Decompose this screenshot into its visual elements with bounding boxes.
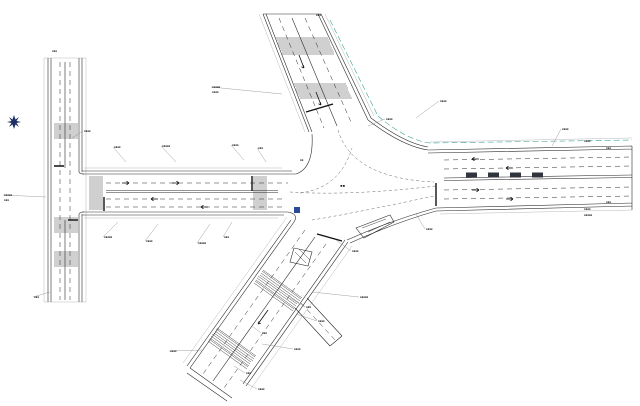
left-vertical-road xyxy=(43,57,87,303)
annotation-label: ▪▪▪▪ xyxy=(426,227,433,231)
east-road xyxy=(346,137,633,244)
annotation-label: ▪▪▪▪▪ xyxy=(584,213,592,217)
median-pavement-marks xyxy=(466,172,543,178)
side-branch-road xyxy=(294,297,343,347)
annotation-label: ▪▪▪▪ xyxy=(440,99,447,103)
annotation-label: ▪▪▪▪ xyxy=(386,117,393,121)
annotation-label: ▪▪▪▪ xyxy=(562,127,569,131)
annotation-label: ▪▪▪▪ xyxy=(318,319,325,323)
annotation-label: ▪▪▪ xyxy=(606,146,611,150)
annotation-leader-line xyxy=(71,130,84,139)
annotation-leader-line xyxy=(168,349,203,352)
annotation-leader-line xyxy=(261,343,294,350)
northeast-road xyxy=(258,13,429,151)
annotation-leader-line xyxy=(222,221,233,238)
annotation-leader-line xyxy=(196,223,211,244)
lane-arrows xyxy=(471,156,514,202)
crosswalk-hatch xyxy=(207,269,303,370)
channel-island-marker xyxy=(294,207,300,213)
annotation-label: ▪▪▪ xyxy=(34,295,39,299)
crosswalk-hatch xyxy=(54,123,78,267)
annotation-label: ▪▪▪▪ xyxy=(170,349,177,353)
annotation-leader-line xyxy=(415,213,426,230)
annotation-label: ▪▪▪▪ xyxy=(84,129,91,133)
annotation-label: ▪▪▪▪▪ xyxy=(162,144,170,148)
annotation-leader-line xyxy=(289,297,306,308)
annotation-leader-line xyxy=(311,291,360,298)
north-compass-star xyxy=(7,115,21,129)
annotation-label: ▪▪ xyxy=(300,158,304,162)
annotation-label: ▪▪▪▪ xyxy=(258,387,265,391)
annotation-label: ▪▪▪ xyxy=(306,305,311,309)
annotation-leader-line xyxy=(415,100,440,119)
annotation-label: ▪▪▪▪▪ xyxy=(104,235,112,239)
annotation-leader-line xyxy=(256,147,267,163)
annotation-label: ▪▪▪ xyxy=(258,146,263,150)
crosswalk-hatch xyxy=(89,176,267,210)
annotation-leader-line xyxy=(335,239,352,252)
annotation-label: ▪▪▪ xyxy=(4,198,9,202)
annotation-leader-line xyxy=(239,379,258,390)
annotation-leader-line xyxy=(551,128,562,147)
annotation-layer: ▪▪▪▪▪▪▪▪▪▪▪▪▪▪▪▪▪▪▪▪▪▪▪▪▪▪▪▪▪▪▪▪▪▪▪▪▪▪▪▪… xyxy=(2,13,611,391)
annotation-label: ▪▪▪▪ xyxy=(352,249,359,253)
annotation-label: ▪▪▪▪ xyxy=(584,207,591,211)
annotation-label: ▪▪▪ xyxy=(52,49,57,53)
southwest-road xyxy=(182,216,353,402)
culvert-structure xyxy=(289,247,313,267)
annotation-label: ▪▪▪▪ xyxy=(232,143,239,147)
annotation-leader-line xyxy=(295,313,318,322)
annotation-label: ▪▪▪ xyxy=(606,200,611,204)
annotation-label: ▪▪▪▪▪ xyxy=(360,295,368,299)
annotation-label: ▪▪▪▪ xyxy=(114,145,121,149)
annotation-label: ▪▪▪▪ xyxy=(146,239,153,243)
lane-arrows xyxy=(298,54,322,106)
annotation-label: ▪▪▪▪ xyxy=(212,90,219,94)
annotation-leader-line xyxy=(102,221,119,238)
annotation-leader-line xyxy=(233,365,246,374)
annotation-label: ▪▪▪▪▪ xyxy=(212,85,220,89)
annotation-leader-line xyxy=(210,86,283,95)
channelization-island xyxy=(355,214,395,239)
annotation-label: ▪▪▪ xyxy=(224,235,229,239)
annotation-label: ▪▪▪▪▪ xyxy=(4,193,12,197)
main-horizontal-road xyxy=(82,133,313,223)
annotation-label: ▪▪▪▪ xyxy=(584,139,591,143)
annotation-leader-line xyxy=(160,145,177,163)
annotation-label: ▪▪▪▪ xyxy=(294,347,301,351)
annotation-label: ▪▪▪▪▪ xyxy=(198,241,206,245)
utility-line-teal xyxy=(329,19,633,144)
annotation-label: ▪▪▪ xyxy=(262,331,267,335)
annotation-label: ▪▪ xyxy=(340,184,346,189)
annotation-leader-line xyxy=(144,223,159,242)
annotation-leader-line xyxy=(230,144,245,161)
annotation-label: ▪▪▪ xyxy=(246,371,251,375)
annotation-leader-line xyxy=(32,291,51,298)
lane-arrows xyxy=(122,180,208,210)
annotation-label: ▪▪▪ xyxy=(316,13,321,17)
annotation-leader-line xyxy=(251,325,262,334)
crosswalk-hatch xyxy=(276,37,352,99)
annotation-leader-line xyxy=(2,194,47,198)
intersection-area xyxy=(289,129,437,239)
lane-arrows xyxy=(257,309,269,325)
annotation-leader-line xyxy=(112,146,127,163)
annotation-leader-line xyxy=(367,118,386,127)
